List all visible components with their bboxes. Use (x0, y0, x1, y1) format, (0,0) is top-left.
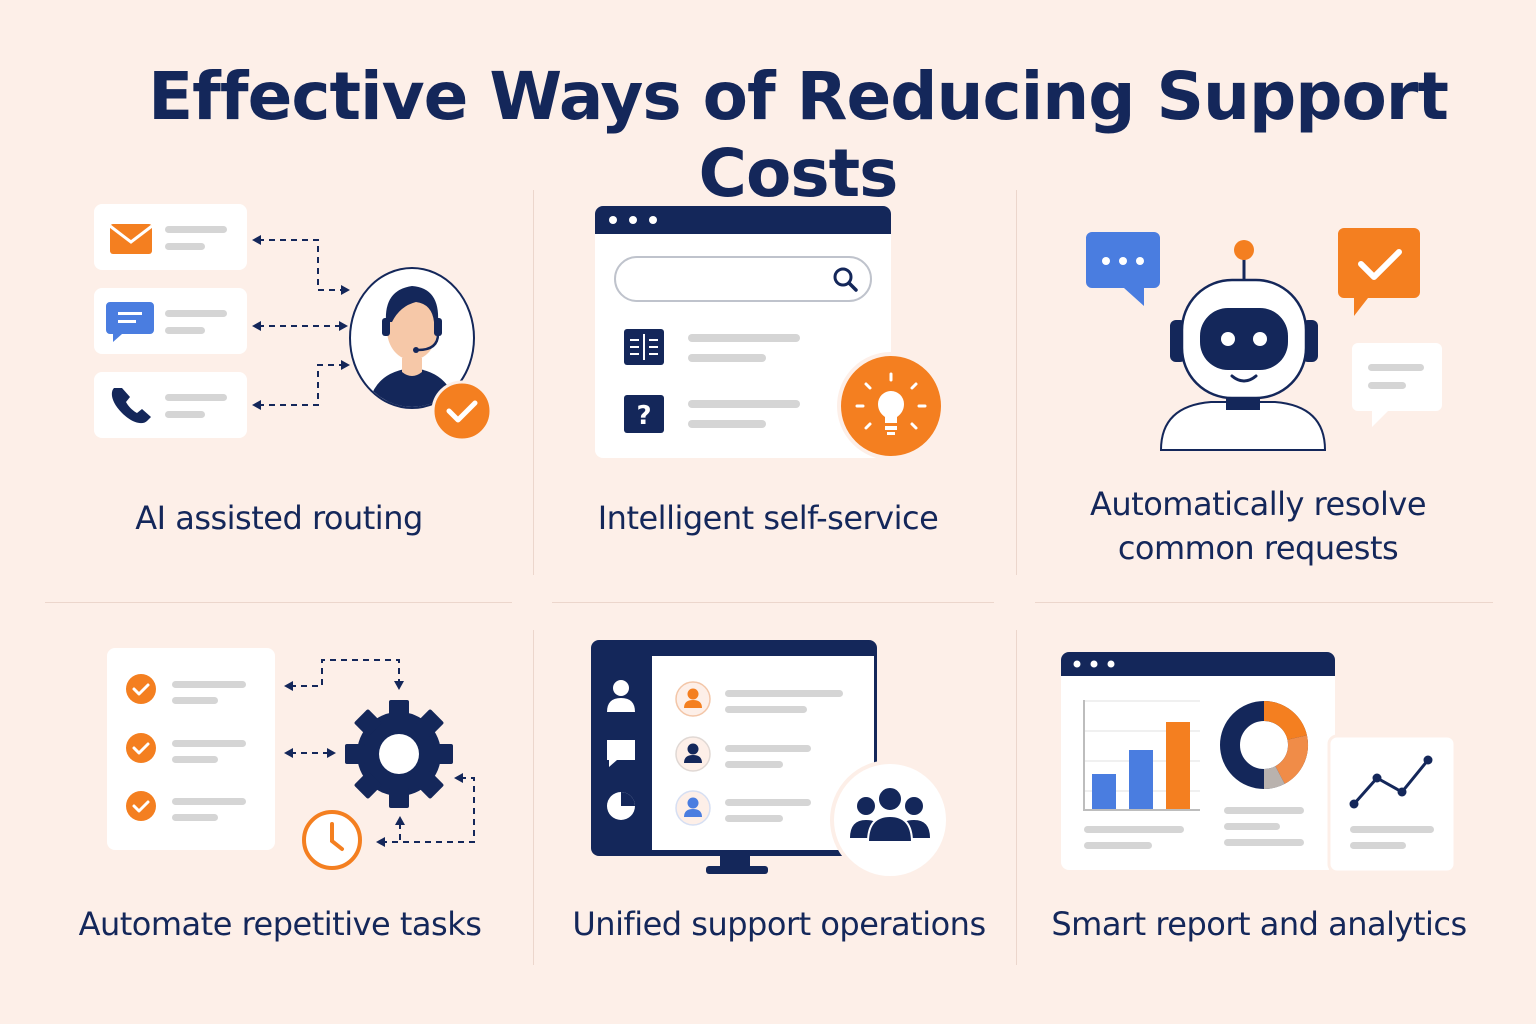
pie-chart-icon (607, 792, 635, 820)
contact-list (675, 681, 843, 826)
chat-icon (106, 302, 154, 342)
column-divider (533, 190, 534, 575)
book-icon (624, 329, 664, 365)
panel-label: Smart report and analytics (1051, 905, 1467, 943)
line-chart-icon (1327, 734, 1457, 874)
phone-card (94, 372, 247, 438)
envelope-icon (109, 224, 153, 254)
panel-label: Automate repetitive tasks (78, 905, 482, 943)
checkmark-bubble-icon (1338, 228, 1420, 316)
donut-chart-icon (1220, 700, 1309, 846)
chat-icon (607, 740, 635, 767)
search-bar (614, 256, 872, 302)
checkmark-badge-icon (431, 380, 493, 442)
self-service-illustration: ? (595, 206, 945, 460)
arrow-heads (252, 235, 350, 410)
clock-icon (302, 810, 362, 870)
team-icon (830, 760, 950, 880)
message-bubble-icon (1352, 343, 1442, 427)
ai-routing-illustration (94, 204, 493, 442)
column-divider (1016, 630, 1017, 965)
row-divider (45, 602, 512, 603)
page-title: Effective Ways of Reducing Support Costs (148, 58, 1449, 212)
row-divider (552, 602, 994, 603)
panel-label: Unified support operations (572, 905, 986, 943)
panel-label-line-1: Automatically resolve (1089, 485, 1427, 523)
speech-bubble-icon (1086, 232, 1160, 306)
automate-tasks-illustration (107, 648, 475, 870)
column-divider (533, 630, 534, 965)
unified-operations-illustration (591, 640, 950, 880)
routing-arrows (258, 239, 344, 406)
arrow-heads (284, 681, 463, 847)
question-icon: ? (624, 395, 664, 433)
bar-chart-icon (1083, 700, 1200, 849)
svg-text:?: ? (636, 401, 651, 431)
gear-icon (345, 700, 453, 808)
search-icon (833, 267, 858, 292)
panel-label: Intelligent self-service (597, 499, 939, 537)
phone-icon (111, 388, 151, 424)
lightbulb-icon (837, 352, 945, 460)
panel-label-line-2: common requests (1117, 529, 1399, 567)
auto-resolve-illustration (1086, 228, 1442, 451)
checklist-icon (107, 648, 275, 850)
user-icon (607, 680, 635, 712)
column-divider (1016, 190, 1017, 575)
panel-label: AI assisted routing (135, 499, 423, 537)
robot-icon (1159, 240, 1327, 451)
row-divider (1035, 602, 1493, 603)
